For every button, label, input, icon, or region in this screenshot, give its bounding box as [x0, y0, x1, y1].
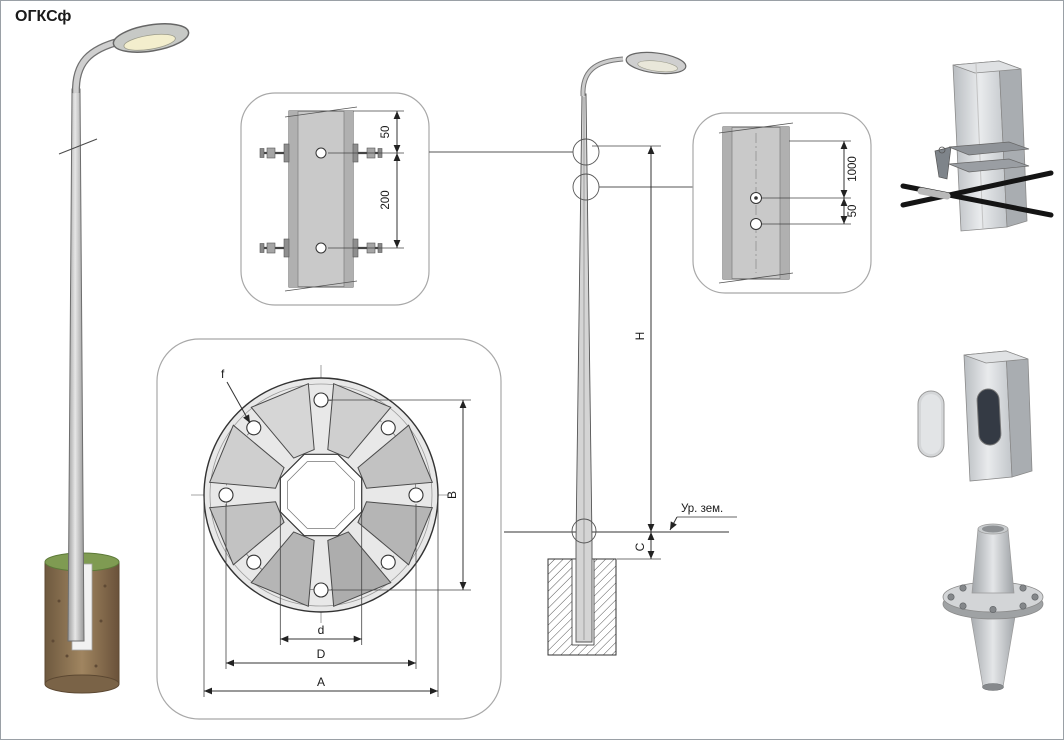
handhole-3d	[917, 350, 1033, 482]
wire-rod	[900, 170, 1054, 208]
lamp-arm	[73, 38, 122, 94]
dim-1000-label: 1000	[847, 156, 859, 182]
hole-f-label: f	[221, 367, 225, 381]
dim-A-label: A	[317, 675, 325, 689]
pole-stub	[971, 528, 1015, 594]
base-flange-3d	[942, 523, 1044, 691]
flange-bolts	[947, 580, 1039, 613]
lamp-head-elevation	[625, 51, 687, 75]
top-mount-detail: 50 200	[240, 92, 430, 306]
octagon-hole	[279, 453, 363, 537]
dim-C-label: C	[633, 542, 647, 551]
dim-50-label: 50	[380, 126, 392, 139]
detail-marker-top	[572, 138, 600, 166]
ground-level-arrow	[669, 516, 678, 531]
wire-hook-cone	[934, 146, 952, 180]
top-hole-detail: 1000 50	[692, 112, 872, 294]
wire-hole	[750, 218, 762, 230]
wire-clip	[917, 187, 951, 200]
break-mark	[718, 272, 794, 284]
dim-B-label: B	[445, 491, 459, 499]
band-clamp	[948, 158, 1030, 173]
lamp-arm-elevation	[581, 57, 624, 97]
lamp-head	[112, 23, 190, 53]
left-pole-3d	[44, 23, 190, 694]
pole-shaft-3d	[67, 88, 85, 642]
band-clamp	[948, 141, 1030, 156]
bolt-holes	[218, 392, 424, 598]
ground-level-label: Ур. зем.	[681, 503, 723, 515]
detail-marker-holes	[572, 173, 600, 201]
mount-hole	[315, 147, 327, 159]
drawing-title: ОГКСф	[15, 8, 71, 25]
dim-D-label: D	[317, 647, 326, 661]
dim-d-label: d	[318, 623, 325, 637]
flange-detail: f B d D A	[156, 338, 502, 720]
pole-elevation: H C Ур. зем.	[429, 51, 737, 656]
break-mark	[284, 106, 358, 118]
mount-hole	[315, 242, 327, 254]
pole-section	[288, 110, 354, 288]
foundation-bottom	[44, 674, 120, 694]
dim-50b-label: 50	[847, 205, 859, 218]
break-mark	[58, 138, 98, 155]
hook-assembly-3d	[900, 60, 1054, 232]
dim-H-label: H	[633, 332, 647, 341]
detail-marker-base	[571, 518, 597, 544]
break-mark	[284, 280, 358, 292]
dim-200-label: 200	[380, 190, 392, 209]
break-mark	[718, 122, 794, 134]
handhole-opening	[976, 388, 1002, 446]
